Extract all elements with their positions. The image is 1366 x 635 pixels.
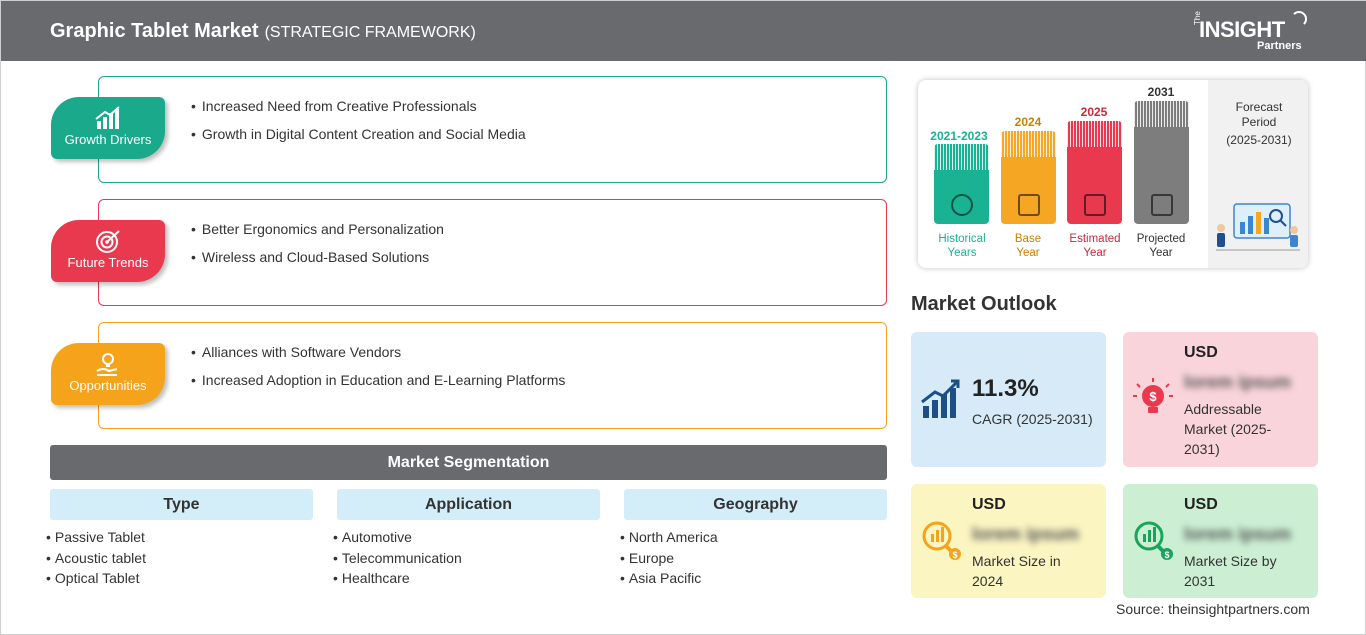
logo-partners: Partners (1257, 40, 1302, 52)
segment-type-head: Type (50, 489, 313, 520)
subtitle-text: (STRATEGIC FRAMEWORK) (264, 24, 476, 41)
opportunities-label: Opportunities (69, 378, 147, 393)
list-item: North America (620, 527, 887, 548)
target-icon (96, 230, 120, 253)
projected-bar (1134, 101, 1189, 224)
opportunities-list: Alliances with Software Vendors Increase… (191, 343, 565, 399)
list-item: Telecommunication (333, 548, 600, 569)
market-outlook-title: Market Outlook (911, 293, 1057, 315)
dollar-bulb-icon: $ (1133, 378, 1173, 413)
growth-drivers-list: Increased Need from Creative Professiona… (191, 97, 526, 153)
segment-geography-head: Geography (624, 489, 887, 520)
growth-chart-icon (921, 379, 960, 418)
segment-application-list: Automotive Telecommunication Healthcare (337, 527, 600, 589)
base-year: 2024 (1014, 115, 1042, 129)
opportunities-box: Alliances with Software Vendors Increase… (98, 322, 887, 429)
estimate-chart-icon (1084, 194, 1106, 216)
addressable-value: lorem ipsum (1184, 372, 1292, 392)
svg-text:$: $ (952, 550, 957, 560)
estimated-bar (1067, 121, 1122, 224)
opportunities-badge: Opportunities (51, 343, 165, 405)
bar-chart-up-icon (95, 106, 120, 129)
list-item: Asia Pacific (620, 568, 887, 589)
money-search-green-icon: $ (1134, 521, 1173, 560)
projected-year: 2031 (1147, 85, 1175, 99)
future-trends-badge: Future Trends (51, 220, 165, 282)
list-item: Passive Tablet (46, 527, 313, 548)
list-item: Increased Need from Creative Professiona… (191, 97, 526, 125)
list-item: Better Ergonomics and Personalization (191, 220, 444, 248)
segment-geography-list: North America Europe Asia Pacific (624, 527, 887, 589)
historical-bar (934, 144, 989, 224)
list-item: Optical Tablet (46, 568, 313, 589)
growth-drivers-badge: Growth Drivers (51, 97, 165, 159)
lightbulb-hand-icon (96, 353, 118, 376)
segment-type-list: Passive Tablet Acoustic tablet Optical T… (50, 527, 313, 589)
size-2031-value: lorem ipsum (1184, 524, 1292, 544)
segment-application-head: Application (337, 489, 600, 520)
logo-insight: INSIGHT (1199, 17, 1285, 42)
list-item: Wireless and Cloud-Based Solutions (191, 248, 444, 276)
cagr-label: CAGR (2025-2031) (972, 411, 1093, 427)
size-2024-usd: USD (972, 496, 1006, 513)
future-trends-label: Future Trends (67, 255, 149, 270)
growth-drivers-box: Increased Need from Creative Professiona… (98, 76, 887, 183)
future-trends-list: Better Ergonomics and Personalization Wi… (191, 220, 444, 276)
segment-type: Type Passive Tablet Acoustic tablet Opti… (50, 489, 313, 589)
analytics-illustration-icon (1216, 203, 1300, 251)
source-text: Source: theinsightpartners.com (1116, 601, 1310, 617)
growth-drivers-label: Growth Drivers (64, 132, 152, 147)
estimated-year: 2025 (1080, 105, 1108, 119)
history-clock-icon (951, 194, 973, 216)
header-bar: Graphic Tablet Market (STRATEGIC FRAMEWOR… (1, 1, 1366, 61)
list-item: Increased Adoption in Education and E-Le… (191, 371, 565, 399)
addressable-usd: USD (1184, 344, 1218, 361)
title-text: Graphic Tablet Market (50, 20, 259, 42)
segment-geography: Geography North America Europe Asia Paci… (624, 489, 887, 589)
logo-arc-icon (1291, 11, 1307, 27)
cagr-card: 11.3% CAGR (2025-2031) (911, 332, 1106, 467)
forecast-period-range: (2025-2031) (1226, 133, 1292, 147)
cagr-value: 11.3% (972, 375, 1039, 402)
future-trends-box: Better Ergonomics and Personalization Wi… (98, 199, 887, 306)
list-item: Alliances with Software Vendors (191, 343, 565, 371)
projection-board-icon (1151, 194, 1173, 216)
market-segmentation-header: Market Segmentation (50, 445, 887, 480)
page-title: Graphic Tablet Market (STRATEGIC FRAMEWOR… (50, 20, 476, 43)
list-item: Healthcare (333, 568, 600, 589)
svg-text:$: $ (1164, 550, 1169, 560)
svg-text:$: $ (1149, 389, 1157, 404)
base-bar (1001, 131, 1056, 224)
list-item: Europe (620, 548, 887, 569)
insight-partners-logo[interactable]: The INSIGHT Partners (1191, 11, 1311, 55)
historical-year: 2021-2023 (930, 129, 988, 143)
money-search-icon: $ (922, 521, 961, 560)
segment-application: Application Automotive Telecommunication… (337, 489, 600, 589)
list-item: Automotive (333, 527, 600, 548)
calendar-icon (1018, 194, 1040, 216)
list-item: Acoustic tablet (46, 548, 313, 569)
list-item: Growth in Digital Content Creation and S… (191, 125, 526, 153)
size-2031-usd: USD (1184, 496, 1218, 513)
size-2024-value: lorem ipsum (972, 524, 1080, 544)
